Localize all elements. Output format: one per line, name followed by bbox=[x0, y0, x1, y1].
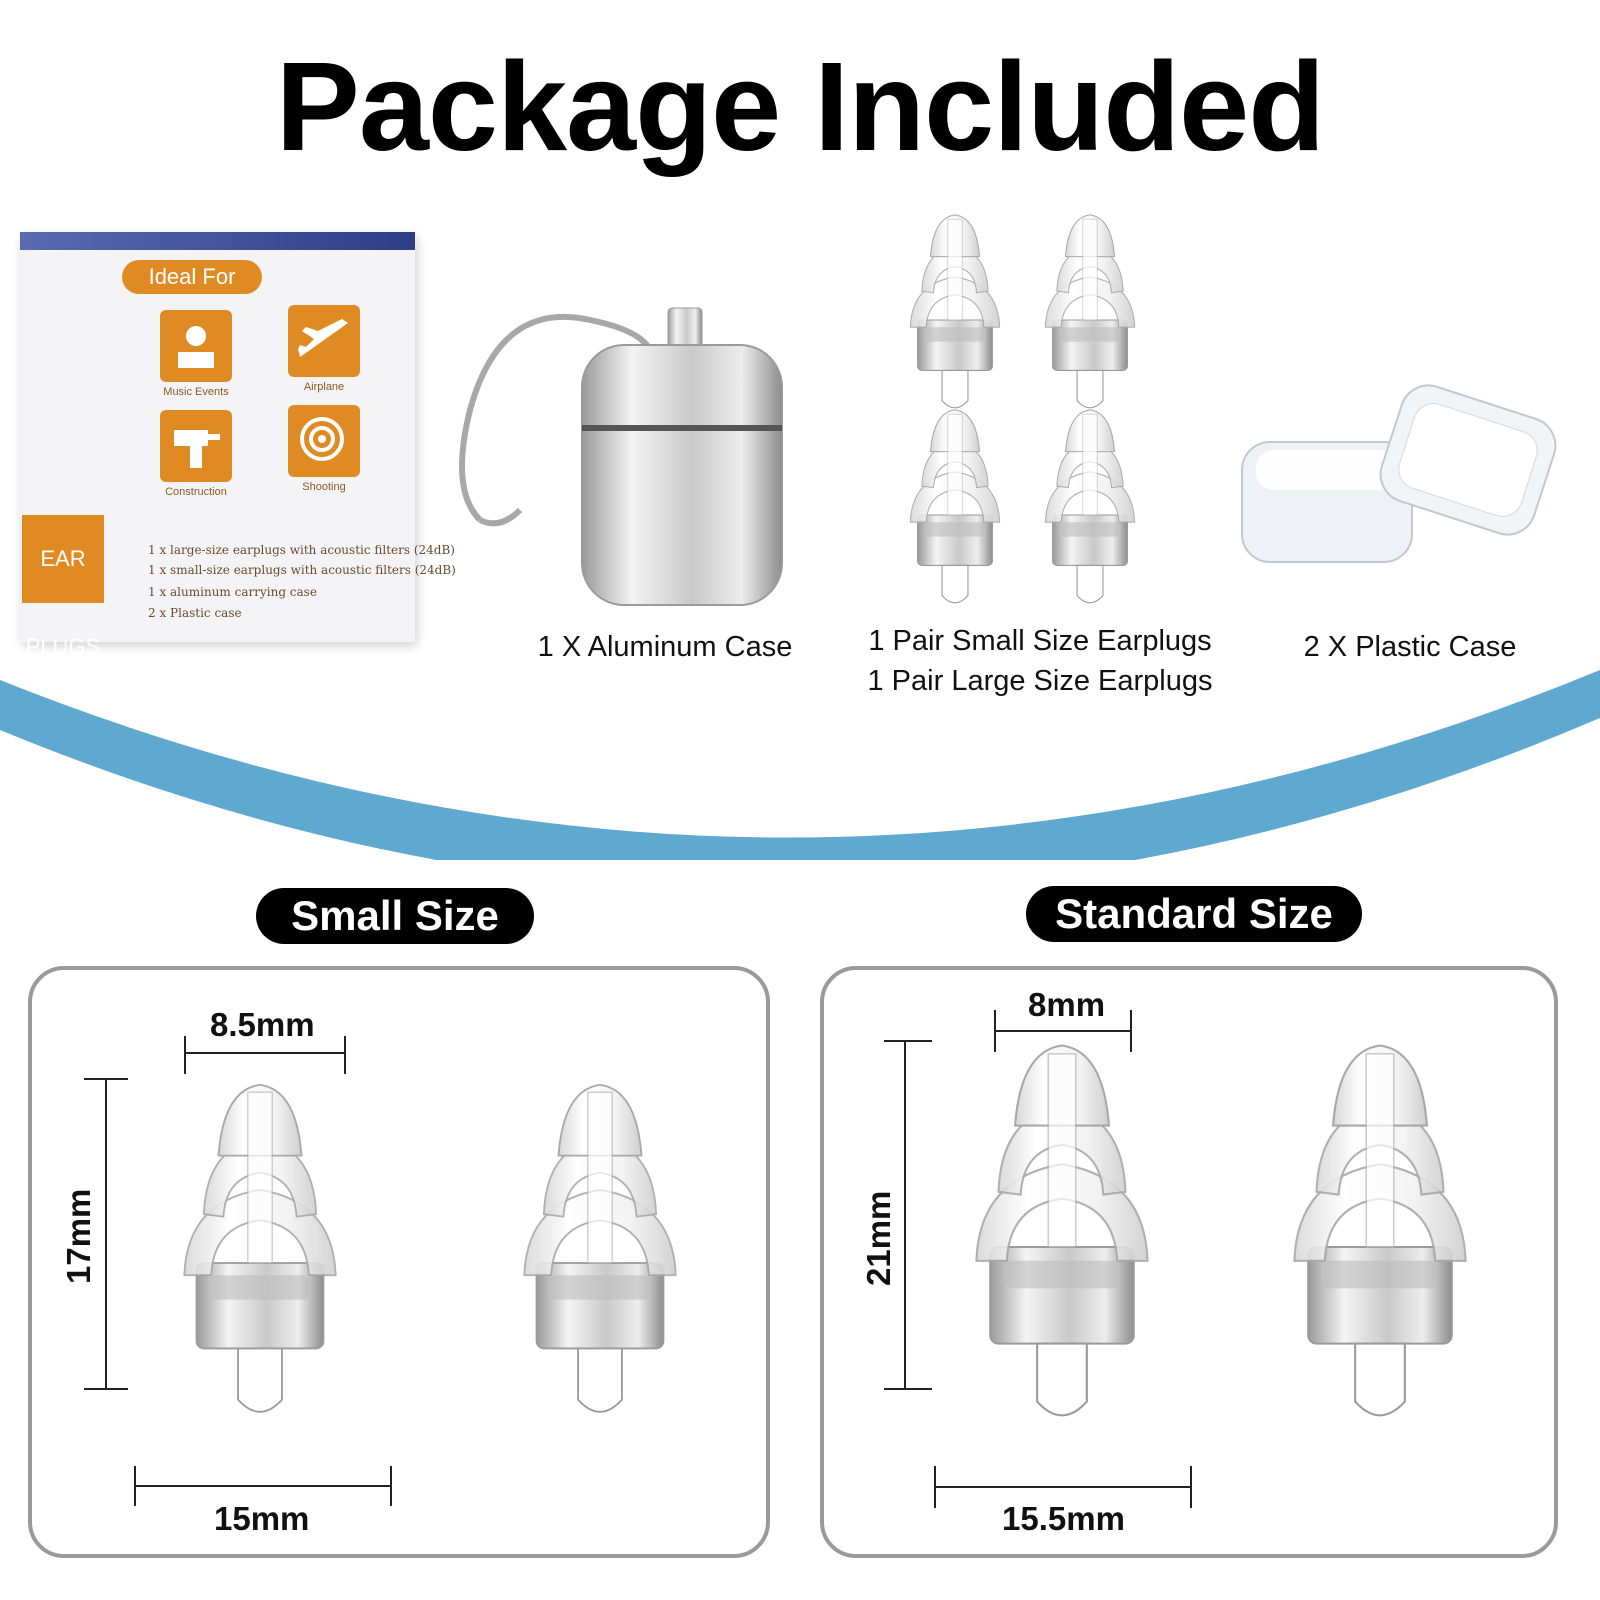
use-label-construction: Construction bbox=[165, 486, 227, 498]
dimension-tick bbox=[344, 1036, 346, 1074]
dimension-tick bbox=[84, 1388, 128, 1390]
small-earplugs-image bbox=[183, 1083, 677, 1413]
dimension-tick bbox=[884, 1388, 932, 1390]
dj-icon bbox=[160, 310, 232, 382]
use-label-shooting: Shooting bbox=[302, 481, 346, 493]
standard-earplugs-image bbox=[975, 1044, 1467, 1417]
drill-icon bbox=[160, 410, 232, 482]
use-label-airplane: Airplane bbox=[303, 381, 345, 393]
target-icon bbox=[288, 405, 360, 477]
dimension-tick bbox=[134, 1466, 136, 1506]
standard-width-dimension: 15.5mm bbox=[1002, 1500, 1125, 1537]
plastic-case-caption: 2 X Plastic Case bbox=[1303, 631, 1517, 663]
earplugs-set-image bbox=[909, 214, 1136, 604]
aluminum-case-image bbox=[459, 307, 783, 606]
height-dimension-line bbox=[904, 1040, 906, 1388]
tip-dimension-line bbox=[184, 1052, 346, 1054]
dimension-tick bbox=[390, 1466, 392, 1506]
wave-divider bbox=[0, 670, 1600, 860]
dimension-tick bbox=[934, 1466, 936, 1508]
width-dimension-line bbox=[934, 1486, 1192, 1488]
ideal-for-label: Ideal For bbox=[122, 260, 262, 294]
dimension-tick bbox=[884, 1040, 932, 1042]
tip-dimension-line bbox=[994, 1030, 1132, 1032]
dimension-tick bbox=[184, 1036, 186, 1074]
small-size-label: Small Size bbox=[256, 888, 534, 944]
aluminum-case-caption: 1 X Aluminum Case bbox=[537, 631, 793, 663]
dimension-tick bbox=[1190, 1466, 1192, 1508]
page-title: Package Included bbox=[275, 36, 1325, 177]
brand-logo: EAR PLUGS bbox=[22, 515, 104, 659]
dimension-tick bbox=[1130, 1010, 1132, 1052]
width-dimension-line bbox=[134, 1485, 392, 1487]
small-tip-dimension: 8.5mm bbox=[210, 1006, 315, 1043]
airplane-icon bbox=[288, 305, 360, 377]
box-content-line: 1 x small-size earplugs with acoustic fi… bbox=[148, 563, 456, 577]
dimension-tick bbox=[994, 1010, 996, 1052]
standard-size-label: Standard Size bbox=[1026, 886, 1362, 942]
standard-tip-dimension: 8mm bbox=[1028, 986, 1106, 1023]
standard-height-dimension: 21mm bbox=[860, 1190, 897, 1286]
dimension-tick bbox=[84, 1078, 128, 1080]
earplugs-caption-large: 1 Pair Large Size Earplugs bbox=[867, 665, 1213, 697]
box-content-line: 1 x large-size earplugs with acoustic fi… bbox=[148, 543, 455, 557]
earplugs-caption-small: 1 Pair Small Size Earplugs bbox=[868, 625, 1212, 657]
box-content-line: 2 x Plastic case bbox=[148, 606, 242, 620]
small-width-dimension: 15mm bbox=[214, 1500, 310, 1537]
box-content-line: 1 x aluminum carrying case bbox=[148, 585, 317, 599]
use-label-music: Music Events bbox=[163, 386, 229, 398]
box-top-strip bbox=[20, 232, 415, 250]
small-height-dimension: 17mm bbox=[60, 1188, 97, 1284]
plastic-case-image bbox=[1241, 384, 1557, 563]
height-dimension-line bbox=[105, 1078, 107, 1388]
